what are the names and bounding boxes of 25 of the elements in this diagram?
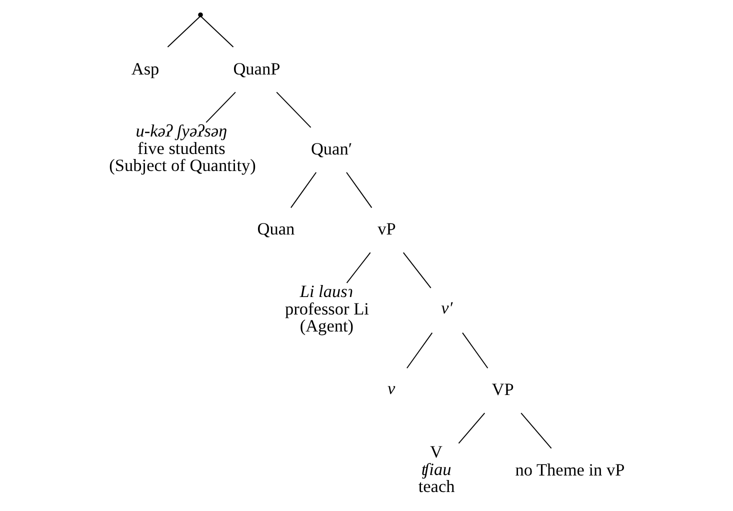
connector — [206, 92, 236, 123]
connector — [167, 16, 200, 48]
node-text: vP — [378, 220, 396, 239]
connector — [462, 332, 488, 369]
connector — [290, 172, 317, 208]
connector — [346, 252, 371, 284]
connector — [200, 16, 234, 48]
connector — [458, 412, 486, 444]
node-text: V ʧiau teach — [418, 442, 455, 496]
node-text: v — [387, 378, 396, 398]
connector — [406, 332, 433, 369]
node-text: Asp — [131, 59, 160, 78]
connector — [346, 172, 372, 208]
node-text: QuanP — [233, 59, 280, 78]
node-point — [198, 12, 203, 18]
node-text: u-kəʔ ʃyəʔsəŋ five students (Subject of Quantity) — [109, 122, 256, 176]
node-text: v′ — [441, 298, 453, 318]
node-text: VP — [492, 380, 514, 400]
node-text: Quan — [257, 220, 295, 239]
connector — [520, 412, 552, 449]
connector — [402, 252, 432, 288]
connector — [276, 92, 312, 128]
node-text: Quan′ — [310, 139, 352, 158]
node-text: no Theme in vP — [515, 460, 625, 480]
node-text: Li lausɿ professor Li (Agent) — [285, 282, 369, 336]
